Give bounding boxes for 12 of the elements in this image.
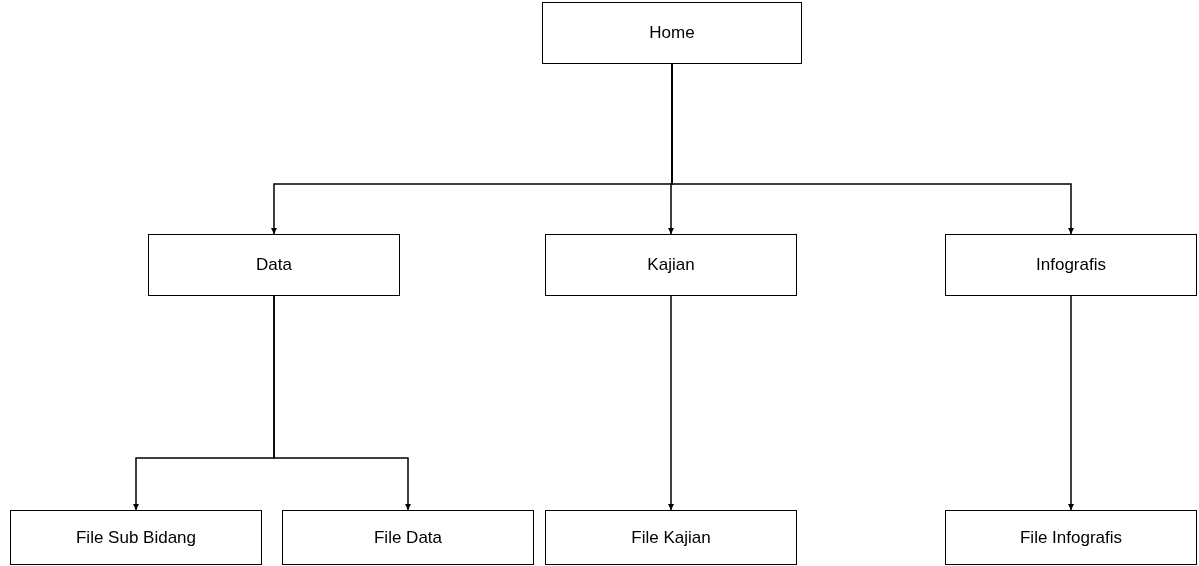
page-box: Kajian <box>545 234 797 296</box>
page-box: File Infografis <box>945 510 1197 565</box>
page-box: File Sub Bidang <box>10 510 262 565</box>
arrow <box>1068 295 1074 511</box>
arrow <box>671 63 1074 235</box>
page-box: File Data <box>282 510 534 565</box>
page-box: Infografis <box>945 234 1197 296</box>
page-box: Data <box>148 234 400 296</box>
arrow <box>668 295 674 511</box>
page-box: Home <box>542 2 802 64</box>
page-box: File Kajian <box>545 510 797 565</box>
arrow <box>273 295 411 511</box>
